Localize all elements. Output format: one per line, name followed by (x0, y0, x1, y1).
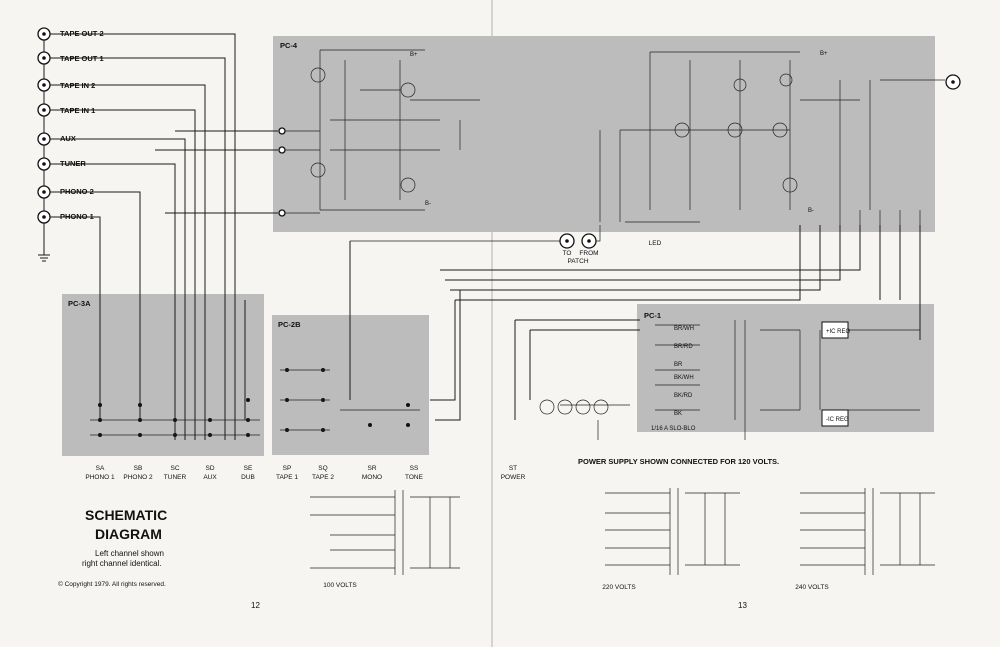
switch-name-tape-1: TAPE 1 (276, 474, 298, 481)
voltage-label-240: 240 VOLTS (795, 584, 829, 591)
switch-name-aux: AUX (203, 474, 217, 481)
b-minus-label: B- (425, 201, 431, 207)
b-plus-label-right: B+ (820, 51, 828, 57)
diagram-title-line-2: DIAGRAM (95, 526, 162, 542)
switch-code-se: SE (244, 465, 253, 472)
regulator-label-positive: +IC REG (826, 329, 851, 335)
pc4-circuit (278, 49, 961, 249)
switch-name-tone: TONE (405, 474, 424, 481)
switch-name-mono: MONO (362, 474, 382, 481)
switch-code-sc: SC (170, 465, 179, 472)
board-label-pc1: PC-1 (644, 311, 661, 320)
tap-label-br-wh: BR/WH (674, 326, 694, 332)
switch-name-phono-1: PHONO 1 (85, 474, 115, 481)
jack-label-tape-in-2: TAPE IN 2 (60, 81, 95, 90)
switch-name-power: POWER (501, 474, 526, 481)
jack-label-phono-1: PHONO 1 (60, 212, 94, 221)
board-label-pc2b: PC-2B (278, 320, 301, 329)
switch-code-sd: SD (205, 465, 214, 472)
switch-code-st: ST (509, 465, 517, 472)
diagram-title-line-1: SCHEMATIC (85, 507, 167, 523)
board-pc3a (62, 294, 264, 456)
jack-label-phono-2: PHONO 2 (60, 187, 94, 196)
switch-code-sb: SB (134, 465, 143, 472)
caption-line-1: Left channel shown (95, 549, 164, 558)
switch-code-ss: SS (410, 465, 419, 472)
tap-label-br: BR (674, 362, 683, 368)
switch-code-sq: SQ (318, 465, 327, 472)
patch-from-label: FROM (579, 250, 598, 257)
pc1-power-supply (539, 320, 920, 440)
patch-label: PATCH (567, 258, 588, 265)
jack-label-tape-out-1: TAPE OUT 1 (60, 54, 104, 63)
jack-label-aux: AUX (60, 134, 76, 143)
board-pc4-left (273, 36, 493, 232)
board-label-pc4: PC-4 (280, 41, 298, 50)
switch-name-tape-2: TAPE 2 (312, 474, 334, 481)
tap-label-bk-wh: BK/WH (674, 375, 694, 381)
switch-contacts (90, 368, 420, 437)
jack-label-tuner: TUNER (60, 159, 86, 168)
jack-label-tape-out-2: TAPE OUT 2 (60, 29, 104, 38)
page-number-left: 12 (251, 601, 260, 610)
caption-line-2: right channel identical. (82, 559, 162, 568)
board-pc4-right (492, 36, 935, 232)
interconnect-wires (224, 225, 921, 421)
switch-name-tuner: TUNER (164, 474, 187, 481)
switch-code-sr: SR (367, 465, 376, 472)
switch-code-sp: SP (283, 465, 292, 472)
jack-label-tape-in-1: TAPE IN 1 (60, 106, 95, 115)
tap-label-bk: BK (674, 411, 682, 417)
tap-label-bk-rd: BK/RD (674, 393, 693, 399)
fuse-label: 1/16 A SLO-BLO (651, 426, 696, 432)
page-number-right: 13 (738, 601, 747, 610)
switch-code-sa: SA (96, 465, 105, 472)
switch-name-dub: DUB (241, 474, 255, 481)
board-label-pc3a: PC-3A (68, 299, 91, 308)
b-minus-label-right: B- (808, 208, 814, 214)
led-label: LED (649, 240, 662, 247)
copyright-notice: © Copyright 1979. All rights reserved. (58, 580, 166, 588)
b-plus-label: B+ (410, 52, 418, 58)
switch-name-phono-2: PHONO 2 (123, 474, 153, 481)
voltage-variant-diagrams (310, 488, 935, 575)
patch-to-label: TO (563, 250, 572, 257)
power-supply-note: POWER SUPPLY SHOWN CONNECTED FOR 120 VOL… (578, 457, 779, 466)
regulator-label-negative: -IC REG (826, 417, 849, 423)
voltage-label-220: 220 VOLTS (602, 584, 636, 591)
voltage-label-100: 100 VOLTS (323, 582, 357, 589)
tap-label-br-rd: BR/RD (674, 344, 693, 350)
